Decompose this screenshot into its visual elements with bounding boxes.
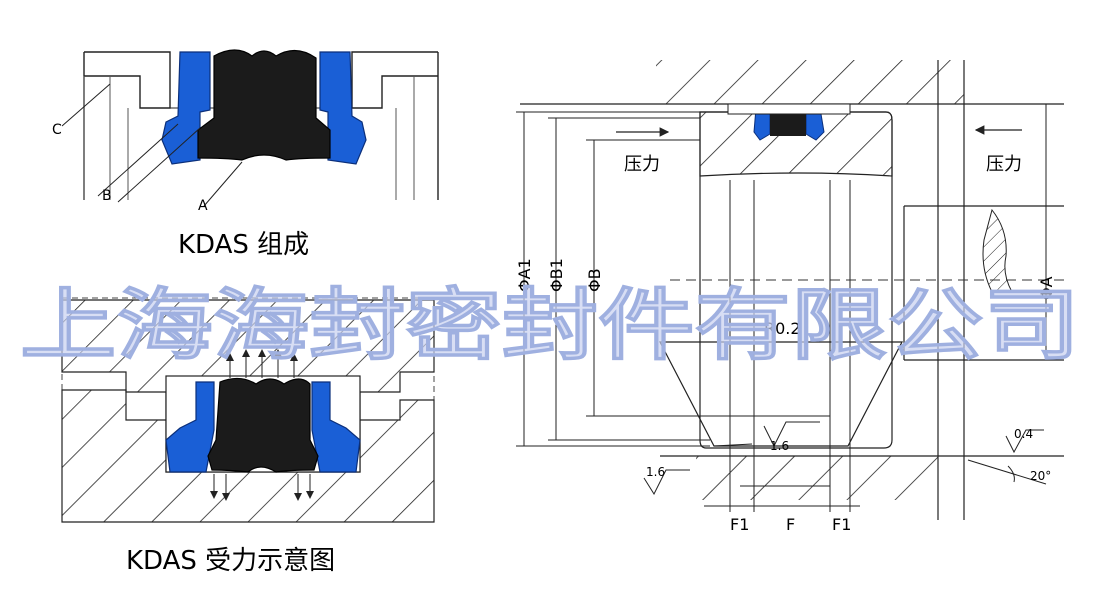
label-phi-b1: ΦB1	[547, 258, 566, 292]
company-watermark: 上海海封密封件有限公司	[20, 281, 1080, 371]
label-r: R0.2	[764, 319, 801, 338]
label-f1-left: F1	[730, 515, 749, 534]
blue-ring-right	[319, 51, 367, 165]
dimension-view: 压力 压力 ΦA1 ΦB1 ΦB ΦA R0.2 1.6 1.6 0.4 20°…	[515, 60, 1064, 534]
label-b: B	[102, 188, 112, 204]
label-roughness-04: 0.4	[1014, 427, 1033, 441]
caption-composition: KDAS 组成	[178, 230, 310, 260]
caption-force: KDAS 受力示意图	[126, 546, 336, 576]
label-angle: 20°	[1030, 469, 1051, 483]
label-pressure-left: 压力	[624, 154, 660, 175]
label-phi-b: ΦB	[585, 268, 604, 292]
label-f1-right: F1	[832, 515, 851, 534]
black-seal	[197, 49, 331, 161]
label-a: A	[198, 198, 208, 214]
label-roughness-16-a: 1.6	[770, 439, 789, 453]
label-phi-a: ΦA	[1037, 276, 1056, 300]
label-roughness-16-b: 1.6	[646, 465, 665, 479]
force-view	[61, 297, 435, 523]
label-f: F	[786, 515, 795, 534]
composition-view: C B A	[52, 49, 439, 214]
label-pressure-right: 压力	[986, 154, 1022, 175]
label-c: C	[52, 122, 62, 138]
label-phi-a1: ΦA1	[515, 258, 534, 292]
